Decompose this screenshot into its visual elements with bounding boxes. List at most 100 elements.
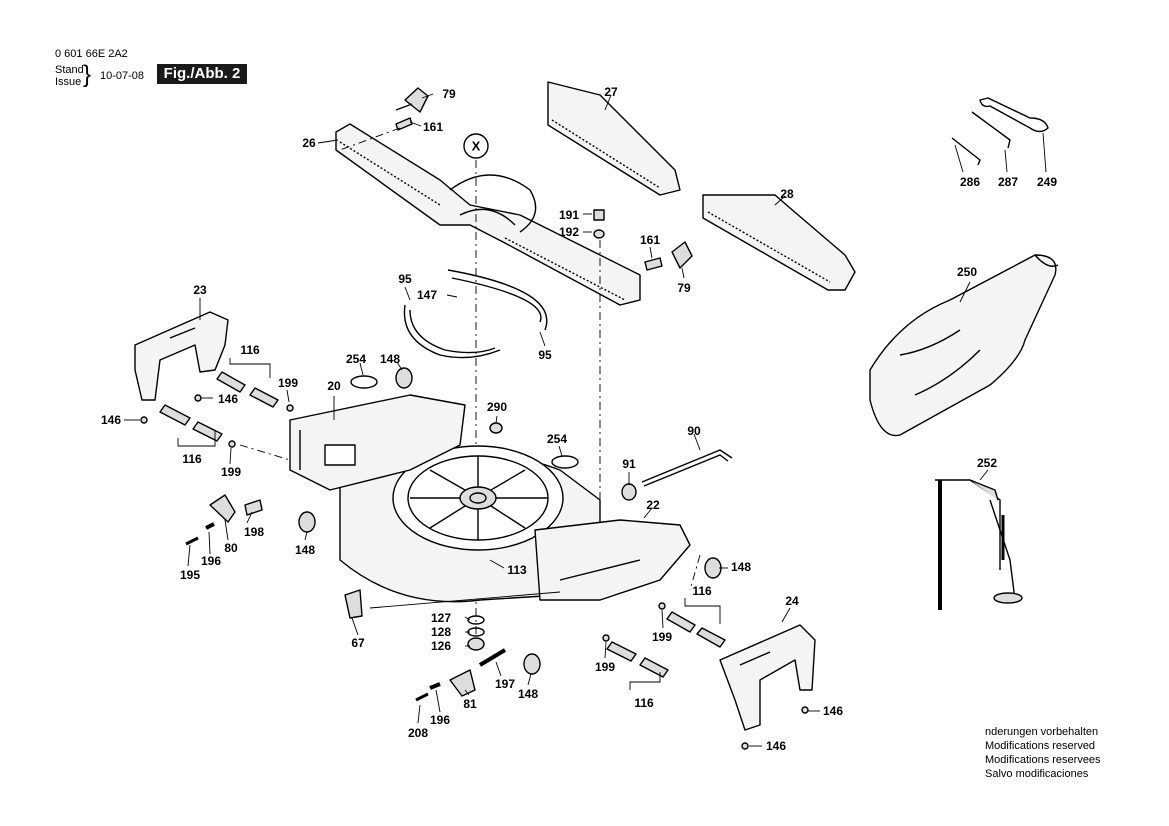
callout-198: 198	[243, 525, 265, 539]
callout-95-bottom: 95	[538, 348, 552, 362]
callout-28: 28	[780, 187, 794, 201]
callout-22: 22	[646, 498, 660, 512]
callout-126: 126	[430, 639, 452, 653]
callout-24: 24	[785, 594, 799, 608]
bolt-197	[478, 648, 507, 667]
callout-208: 208	[407, 726, 429, 740]
callout-148-lower: 148	[517, 687, 539, 701]
small-fasteners	[140, 394, 809, 750]
right-fence-part	[702, 194, 856, 291]
note-line-de: nderungen vorbehalten	[985, 726, 1099, 738]
plug-290	[489, 422, 503, 434]
callout-249: 249	[1036, 175, 1058, 189]
screw-198	[244, 499, 263, 516]
callout-67: 67	[351, 636, 365, 650]
callout-113: 113	[507, 563, 527, 577]
note-line-en: Modifications reserved	[985, 740, 1096, 752]
base-turntable	[339, 445, 601, 603]
callout-148-right: 148	[730, 560, 752, 574]
callout-80: 80	[224, 541, 238, 555]
screw-161-top	[395, 117, 413, 131]
hex-key-90	[641, 449, 733, 483]
washer-196-left	[205, 522, 215, 530]
callout-116-right: 116	[692, 584, 712, 598]
callout-27: 27	[604, 85, 618, 99]
figure-label: Fig./Abb. 2	[157, 64, 247, 84]
right-extension-24	[719, 624, 816, 731]
callout-146-left: 146	[100, 413, 122, 427]
callout-161-right: 161	[639, 233, 661, 247]
callout-146-right: 146	[822, 704, 844, 718]
callout-290: 290	[486, 400, 508, 414]
callout-254-right: 254	[546, 432, 568, 446]
label-254-left	[350, 375, 378, 389]
nut-126	[467, 637, 485, 651]
callout-199-lower-left: 199	[220, 465, 242, 479]
callout-197: 197	[494, 677, 516, 691]
callout-192: 192	[558, 225, 580, 239]
callout-252: 252	[976, 456, 998, 470]
detail-marker-label: X	[471, 138, 481, 154]
part-number: 0 601 66E 2A2	[55, 48, 128, 60]
callout-195: 195	[179, 568, 201, 582]
hold-down-clamp-252	[935, 479, 1023, 610]
insert-ring-95	[403, 269, 548, 359]
note-line-fr: Modifications reservees	[985, 754, 1101, 766]
detail-marker-circle	[463, 133, 489, 159]
callout-26: 26	[302, 136, 316, 150]
callout-95-top: 95	[398, 272, 412, 286]
callout-147: 147	[416, 288, 438, 302]
callout-128: 128	[430, 625, 452, 639]
clamp-80	[209, 494, 236, 523]
callout-196-lower: 196	[429, 713, 451, 727]
callout-23: 23	[193, 283, 207, 297]
callout-250: 250	[956, 265, 978, 279]
callout-90: 90	[687, 424, 701, 438]
callout-146-upper: 146	[217, 392, 239, 406]
cam-lever-67	[344, 589, 363, 619]
screw-208	[415, 692, 429, 702]
callout-199-upper-left: 199	[277, 376, 299, 390]
washer-192	[593, 229, 605, 239]
washer-127	[467, 615, 485, 625]
nut-91	[621, 483, 637, 501]
screw-191	[593, 209, 605, 221]
callout-79-right: 79	[677, 281, 691, 295]
modifications-note: nderungen vorbehalten Modifications rese…	[985, 725, 1101, 781]
stand-label: Stand	[55, 64, 84, 76]
dust-bag-250	[869, 254, 1059, 437]
left-fence-part	[335, 123, 641, 306]
clamp-81	[449, 669, 476, 697]
callout-20: 20	[327, 379, 341, 393]
callout-91: 91	[622, 457, 636, 471]
tools-286-287-249	[951, 97, 1049, 166]
callout-161-top: 161	[422, 120, 444, 134]
screw-161-right	[644, 257, 663, 271]
callout-79-top: 79	[442, 87, 456, 101]
callout-287: 287	[997, 175, 1019, 189]
rods-116	[159, 371, 726, 678]
callout-199-lower-center: 199	[594, 660, 616, 674]
knob-79-top	[395, 87, 429, 113]
callout-286: 286	[959, 175, 981, 189]
screw-195	[185, 536, 199, 546]
brace-glyph: }	[83, 61, 92, 88]
callout-146-bottom: 146	[765, 739, 787, 753]
callout-191: 191	[558, 208, 580, 222]
callout-148-upper: 148	[379, 352, 401, 366]
callout-254-left: 254	[345, 352, 367, 366]
issue-date: 10-07-08	[100, 70, 145, 82]
callout-127: 127	[430, 611, 452, 625]
left-extension-23	[134, 311, 229, 401]
callout-116-lower-right: 116	[634, 696, 654, 710]
callout-199-right: 199	[651, 630, 673, 644]
callout-81: 81	[463, 697, 477, 711]
washer-196-lower	[429, 682, 441, 690]
knob-79-right	[671, 241, 693, 269]
callout-148-left: 148	[294, 543, 316, 557]
right-housing	[534, 519, 691, 601]
callout-116-upper-left: 116	[240, 343, 260, 357]
issue-label: Issue	[55, 76, 82, 88]
label-254-right	[551, 455, 579, 469]
